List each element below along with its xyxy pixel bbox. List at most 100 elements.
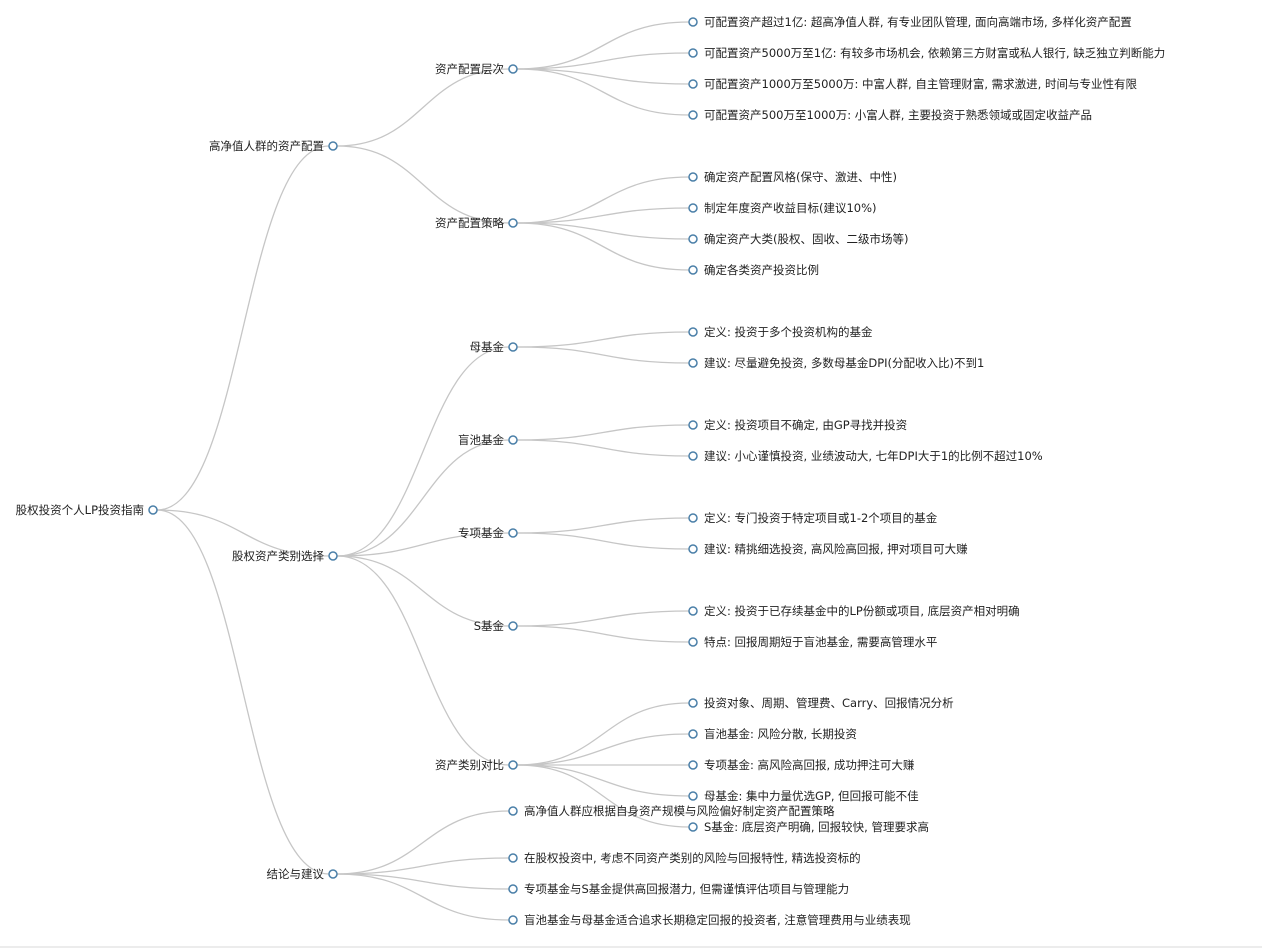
node-root-0-0-2[interactable]: 可配置资产1000万至5000万: 中富人群, 自主管理财富, 需求激进, 时间… <box>688 77 1137 91</box>
node-root-1-3-1[interactable]: 特点: 回报周期短于盲池基金, 需要高管理水平 <box>688 635 937 649</box>
link-root-1-3 <box>336 555 510 627</box>
link-root-1-4 <box>336 555 510 766</box>
node-toggle-root-1-3-0[interactable] <box>688 606 698 616</box>
node-root-1-1[interactable]: 盲池基金 <box>458 433 518 447</box>
link-root-0-1-1 <box>516 207 690 224</box>
node-toggle-root-0-0[interactable] <box>508 64 518 74</box>
node-label-root-2-0: 高净值人群应根据自身资产规模与风险偏好制定资产配置策略 <box>524 804 835 818</box>
node-toggle-root-0-1-2[interactable] <box>688 234 698 244</box>
node-toggle-root-2-3[interactable] <box>508 915 518 925</box>
node-root[interactable]: 股权投资个人LP投资指南 <box>16 503 158 517</box>
node-toggle-root-2-2[interactable] <box>508 884 518 894</box>
node-root-1-4-2[interactable]: 专项基金: 高风险高回报, 成功押注可大赚 <box>688 758 915 772</box>
node-toggle-root-2-1[interactable] <box>508 853 518 863</box>
node-toggle-root-1[interactable] <box>328 551 338 561</box>
node-root-1-0-0[interactable]: 定义: 投资于多个投资机构的基金 <box>688 325 873 339</box>
node-label-root-1-3-0: 定义: 投资于已存续基金中的LP份额或项目, 底层资产相对明确 <box>704 604 1020 618</box>
node-toggle-root-1-0[interactable] <box>508 342 518 352</box>
node-root-0-1-0[interactable]: 确定资产配置风格(保守、激进、中性) <box>688 170 897 184</box>
node-toggle-root-0-1-0[interactable] <box>688 172 698 182</box>
node-root-0[interactable]: 高净值人群的资产配置 <box>209 139 338 153</box>
node-toggle-root-1-2-0[interactable] <box>688 513 698 523</box>
node-toggle-root-0-0-3[interactable] <box>688 110 698 120</box>
node-toggle-root-1-2[interactable] <box>508 528 518 538</box>
node-toggle-root-0[interactable] <box>328 141 338 151</box>
node-root-1-4-4[interactable]: S基金: 底层资产明确, 回报较快, 管理要求高 <box>688 820 929 834</box>
node-toggle-root-1-4[interactable] <box>508 760 518 770</box>
node-toggle-root-1-0-0[interactable] <box>688 327 698 337</box>
node-root-1-3-0[interactable]: 定义: 投资于已存续基金中的LP份额或项目, 底层资产相对明确 <box>688 604 1020 618</box>
node-root-0-1-3[interactable]: 确定各类资产投资比例 <box>688 263 819 277</box>
node-toggle-root-1-4-0[interactable] <box>688 698 698 708</box>
link-root-1-2-1 <box>516 532 690 550</box>
node-root-0-0-0[interactable]: 可配置资产超过1亿: 超高净值人群, 有专业团队管理, 面向高端市场, 多样化资… <box>688 15 1132 29</box>
node-label-root-2-3: 盲池基金与母基金适合追求长期稳定回报的投资者, 注意管理费用与业绩表现 <box>524 913 911 927</box>
node-root-2-1[interactable]: 在股权投资中, 考虑不同资产类别的风险与回报特性, 精选投资标的 <box>508 851 861 865</box>
link-root-0-0-1 <box>516 52 690 70</box>
node-toggle-root-0-1-1[interactable] <box>688 203 698 213</box>
node-root-2-3[interactable]: 盲池基金与母基金适合追求长期稳定回报的投资者, 注意管理费用与业绩表现 <box>508 913 911 927</box>
node-label-root-1-4-1: 盲池基金: 风险分散, 长期投资 <box>704 727 857 741</box>
node-toggle-root-1-4-3[interactable] <box>688 791 698 801</box>
link-root-1-2-0 <box>516 517 690 534</box>
node-root-0-0-1[interactable]: 可配置资产5000万至1亿: 有较多市场机会, 依赖第三方财富或私人银行, 缺乏… <box>688 46 1165 60</box>
node-label-root-2-1: 在股权投资中, 考虑不同资产类别的风险与回报特性, 精选投资标的 <box>524 851 861 865</box>
node-toggle-root[interactable] <box>148 505 158 515</box>
link-root-0 <box>156 145 330 511</box>
node-root-1-4[interactable]: 资产类别对比 <box>435 758 518 772</box>
node-toggle-root-0-1-3[interactable] <box>688 265 698 275</box>
node-root-2-2[interactable]: 专项基金与S基金提供高回报潜力, 但需谨慎评估项目与管理能力 <box>508 882 849 896</box>
node-root-1-1-1[interactable]: 建议: 小心谨慎投资, 业绩波动大, 七年DPI大于1的比例不超过10% <box>688 449 1043 463</box>
node-toggle-root-1-4-2[interactable] <box>688 760 698 770</box>
link-root-1-4-1 <box>516 733 690 766</box>
node-toggle-root-1-4-1[interactable] <box>688 729 698 739</box>
node-toggle-root-2-0[interactable] <box>508 806 518 816</box>
node-label-root-1-1-1: 建议: 小心谨慎投资, 业绩波动大, 七年DPI大于1的比例不超过10% <box>704 449 1043 463</box>
node-toggle-root-0-0-1[interactable] <box>688 48 698 58</box>
link-root-1-4-4 <box>516 764 690 828</box>
node-root-2-0[interactable]: 高净值人群应根据自身资产规模与风险偏好制定资产配置策略 <box>508 804 835 818</box>
node-root-0-1-1[interactable]: 制定年度资产收益目标(建议10%) <box>688 201 877 215</box>
node-toggle-root-1-1-1[interactable] <box>688 451 698 461</box>
node-label-root-0-1-3: 确定各类资产投资比例 <box>704 263 819 277</box>
node-toggle-root-1-1[interactable] <box>508 435 518 445</box>
node-label-root-0-0-3: 可配置资产500万至1000万: 小富人群, 主要投资于熟悉领域或固定收益产品 <box>704 108 1092 122</box>
node-toggle-root-2[interactable] <box>328 869 338 879</box>
node-root-1-0-1[interactable]: 建议: 尽量避免投资, 多数母基金DPI(分配收入比)不到1 <box>688 356 984 370</box>
node-root-1-2-0[interactable]: 定义: 专门投资于特定项目或1-2个项目的基金 <box>688 511 938 525</box>
node-root-0-1[interactable]: 资产配置策略 <box>435 216 518 230</box>
link-root-2-1 <box>336 857 510 875</box>
node-label-root-1-2-0: 定义: 专门投资于特定项目或1-2个项目的基金 <box>704 511 938 525</box>
node-root-1[interactable]: 股权资产类别选择 <box>232 549 338 563</box>
node-root-1-1-0[interactable]: 定义: 投资项目不确定, 由GP寻找并投资 <box>688 418 907 432</box>
node-toggle-root-1-2-1[interactable] <box>688 544 698 554</box>
node-root-1-2[interactable]: 专项基金 <box>458 526 518 540</box>
node-root-1-0[interactable]: 母基金 <box>470 340 518 354</box>
link-root-0-0 <box>336 68 510 147</box>
node-label-root-0-1-2: 确定资产大类(股权、固收、二级市场等) <box>704 232 908 246</box>
node-root-0-0-3[interactable]: 可配置资产500万至1000万: 小富人群, 主要投资于熟悉领域或固定收益产品 <box>688 108 1092 122</box>
node-toggle-root-1-3[interactable] <box>508 621 518 631</box>
node-toggle-root-1-0-1[interactable] <box>688 358 698 368</box>
node-root-0-1-2[interactable]: 确定资产大类(股权、固收、二级市场等) <box>688 232 908 246</box>
node-root-1-4-1[interactable]: 盲池基金: 风险分散, 长期投资 <box>688 727 857 741</box>
node-root-2[interactable]: 结论与建议 <box>267 867 338 881</box>
node-toggle-root-1-1-0[interactable] <box>688 420 698 430</box>
node-toggle-root-0-1[interactable] <box>508 218 518 228</box>
link-root-0-0-0 <box>516 21 690 70</box>
node-toggle-root-0-0-2[interactable] <box>688 79 698 89</box>
node-toggle-root-1-4-4[interactable] <box>688 822 698 832</box>
node-root-1-3[interactable]: S基金 <box>474 619 518 633</box>
node-root-1-4-0[interactable]: 投资对象、周期、管理费、Carry、回报情况分析 <box>688 696 954 710</box>
node-root-1-2-1[interactable]: 建议: 精挑细选投资, 高风险高回报, 押对项目可大赚 <box>688 542 968 556</box>
link-root-0-1 <box>336 145 510 224</box>
node-root-1-4-3[interactable]: 母基金: 集中力量优选GP, 但回报可能不佳 <box>688 789 919 803</box>
node-root-0-0[interactable]: 资产配置层次 <box>435 62 518 76</box>
node-label-root-1-4-3: 母基金: 集中力量优选GP, 但回报可能不佳 <box>704 789 919 803</box>
node-toggle-root-1-3-1[interactable] <box>688 637 698 647</box>
link-root-0-0-3 <box>516 68 690 116</box>
node-toggle-root-0-0-0[interactable] <box>688 17 698 27</box>
link-root-1 <box>156 509 330 557</box>
